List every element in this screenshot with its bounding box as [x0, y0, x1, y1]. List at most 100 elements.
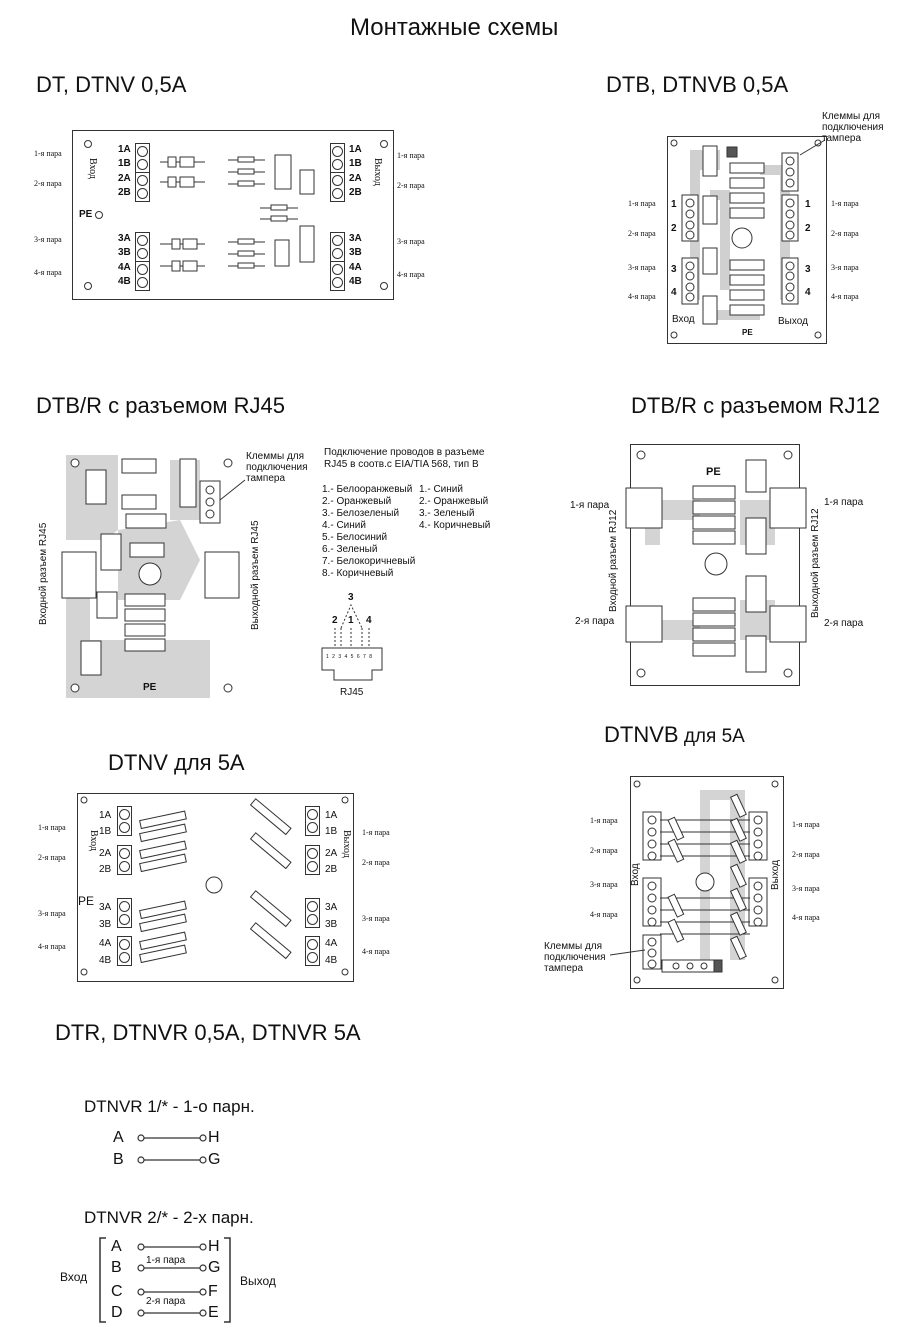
pair-label: 1-я пара: [792, 820, 820, 829]
input-label: Вход: [672, 314, 695, 325]
pair-number: 1: [671, 199, 677, 210]
dtnvb5-title: DTNVB для 5A: [604, 722, 745, 748]
terminal-label: 2B: [118, 187, 131, 198]
terminal-label: A: [113, 1129, 124, 1146]
terminal-label: 4A: [99, 938, 112, 949]
terminal-label: H: [208, 1238, 220, 1255]
mount-hole: [84, 282, 92, 290]
wire-list-b: 1.- Синий 2.- Оранжевый 3.- Зеленый 4.- …: [419, 484, 490, 532]
terminal-label: 3A: [99, 902, 112, 913]
pe-label: PE: [143, 682, 157, 693]
pair-label: 1-я пара: [824, 497, 864, 508]
variant2-title: DTNVR 2/* - 2-х парн.: [84, 1208, 254, 1227]
pair-label: 2-я пара: [38, 853, 66, 862]
pair-label: 3-я пара: [792, 884, 820, 893]
output-label: Выход: [778, 316, 808, 327]
terminal-label: 3A: [325, 902, 338, 913]
variant1-title: DTNVR 1/* - 1-о парн.: [84, 1097, 255, 1116]
pair-label: 2-я пара: [590, 846, 618, 855]
terminal-label: 4B: [99, 955, 112, 966]
terminal-label: 3B: [349, 247, 362, 258]
terminal-label: E: [208, 1304, 219, 1321]
page-title: Монтажные схемы: [350, 14, 559, 41]
rj12-components: [625, 450, 807, 678]
dtnv5-title: DTNV для 5A: [108, 750, 245, 775]
terminal-block: [305, 898, 320, 928]
terminal-label: 3B: [325, 919, 338, 930]
pair-label: 3-я пара: [34, 235, 62, 244]
rj45-title: DTB/R с разъемом RJ45: [36, 393, 285, 418]
pair-label: 4-я пара: [831, 292, 859, 301]
terminal-label: 2A: [99, 848, 112, 859]
wire-item: 2.- Оранжевый: [419, 496, 489, 507]
pair-label: 4-я пара: [590, 910, 618, 919]
pair-label: 4-я пара: [38, 942, 66, 951]
terminal-label: 3A: [118, 233, 131, 244]
terminal-block: [117, 845, 132, 875]
pair-label: 4-я пара: [397, 270, 425, 279]
pair-label: 2-я пара: [34, 179, 62, 188]
pair-label: 1-я пара: [570, 500, 610, 511]
pair-label: 3-я пара: [38, 909, 66, 918]
terminal-label: 1B: [99, 826, 112, 837]
input-label: Вход: [60, 1270, 88, 1284]
terminal-label: 2B: [99, 864, 112, 875]
pe-hole: [95, 211, 103, 219]
wire-item: 1.- Белооранжевый: [322, 484, 413, 495]
pair-label: 2-я пара: [628, 229, 656, 238]
connector-label: RJ45: [340, 687, 364, 698]
terminal-block: [135, 143, 150, 173]
terminal-label: 2B: [349, 187, 362, 198]
dtnv5-components: [80, 796, 349, 976]
terminal-label: 4B: [325, 955, 338, 966]
terminal-label: 3B: [118, 247, 131, 258]
terminal-label: 1A: [325, 810, 338, 821]
terminal-label: 4A: [325, 938, 338, 949]
pe-label: PE: [706, 466, 721, 478]
terminal-label: C: [111, 1283, 123, 1300]
pair-number: 1: [348, 615, 354, 626]
pair-label: 1-я пара: [397, 151, 425, 160]
terminal-label: B: [111, 1259, 122, 1276]
pair-label: 3-я пара: [831, 263, 859, 272]
terminal-label: 1B: [325, 826, 338, 837]
terminal-label: 1B: [349, 158, 362, 169]
terminal-label: 1A: [349, 144, 362, 155]
terminal-block: [135, 172, 150, 202]
pin-numbers: 1 2 3 4 5 6 7 8: [326, 654, 373, 660]
terminal-label: B: [113, 1151, 124, 1168]
mount-hole: [380, 140, 388, 148]
pair-label: 4-я пара: [362, 947, 390, 956]
rj45-connector-icon: [321, 603, 383, 681]
terminal-block: [117, 936, 132, 966]
terminal-label: 2A: [349, 173, 362, 184]
terminal-label: 2A: [325, 848, 338, 859]
wire-item: 8.- Коричневый: [322, 568, 394, 579]
terminal-label: 4A: [349, 262, 362, 273]
terminal-block: [305, 936, 320, 966]
terminal-block: [330, 261, 345, 291]
terminal-label: G: [208, 1259, 221, 1276]
dtb-traces: [670, 139, 826, 339]
pair-label: 4-я пара: [628, 292, 656, 301]
wire-item: 3.- Зеленый: [419, 508, 475, 519]
pair-label: 1-я пара: [628, 199, 656, 208]
terminal-label: 2A: [118, 173, 131, 184]
wire-item: 7.- Белокоричневый: [322, 556, 416, 567]
tamper-label: Клеммы для подключения тампера: [246, 451, 308, 484]
pair-label: 2-я пара: [831, 229, 859, 238]
pair-label: 1-я пара: [831, 199, 859, 208]
terminal-block: [117, 806, 132, 836]
wire-item: 1.- Синий: [419, 484, 463, 495]
terminal-block: [330, 172, 345, 202]
tamper-label: Клеммы для подключения тампера: [544, 941, 606, 974]
pair-label: 2-я пара: [575, 616, 615, 627]
pair-number: 1: [805, 199, 811, 210]
wire-item: 4.- Синий: [322, 520, 366, 531]
pair-number: 2: [332, 615, 338, 626]
mount-hole: [380, 282, 388, 290]
pair-label: 2-я пара: [792, 850, 820, 859]
pair-number: 4: [805, 287, 811, 298]
pair-label: 3-я пара: [628, 263, 656, 272]
terminal-label: 3A: [349, 233, 362, 244]
